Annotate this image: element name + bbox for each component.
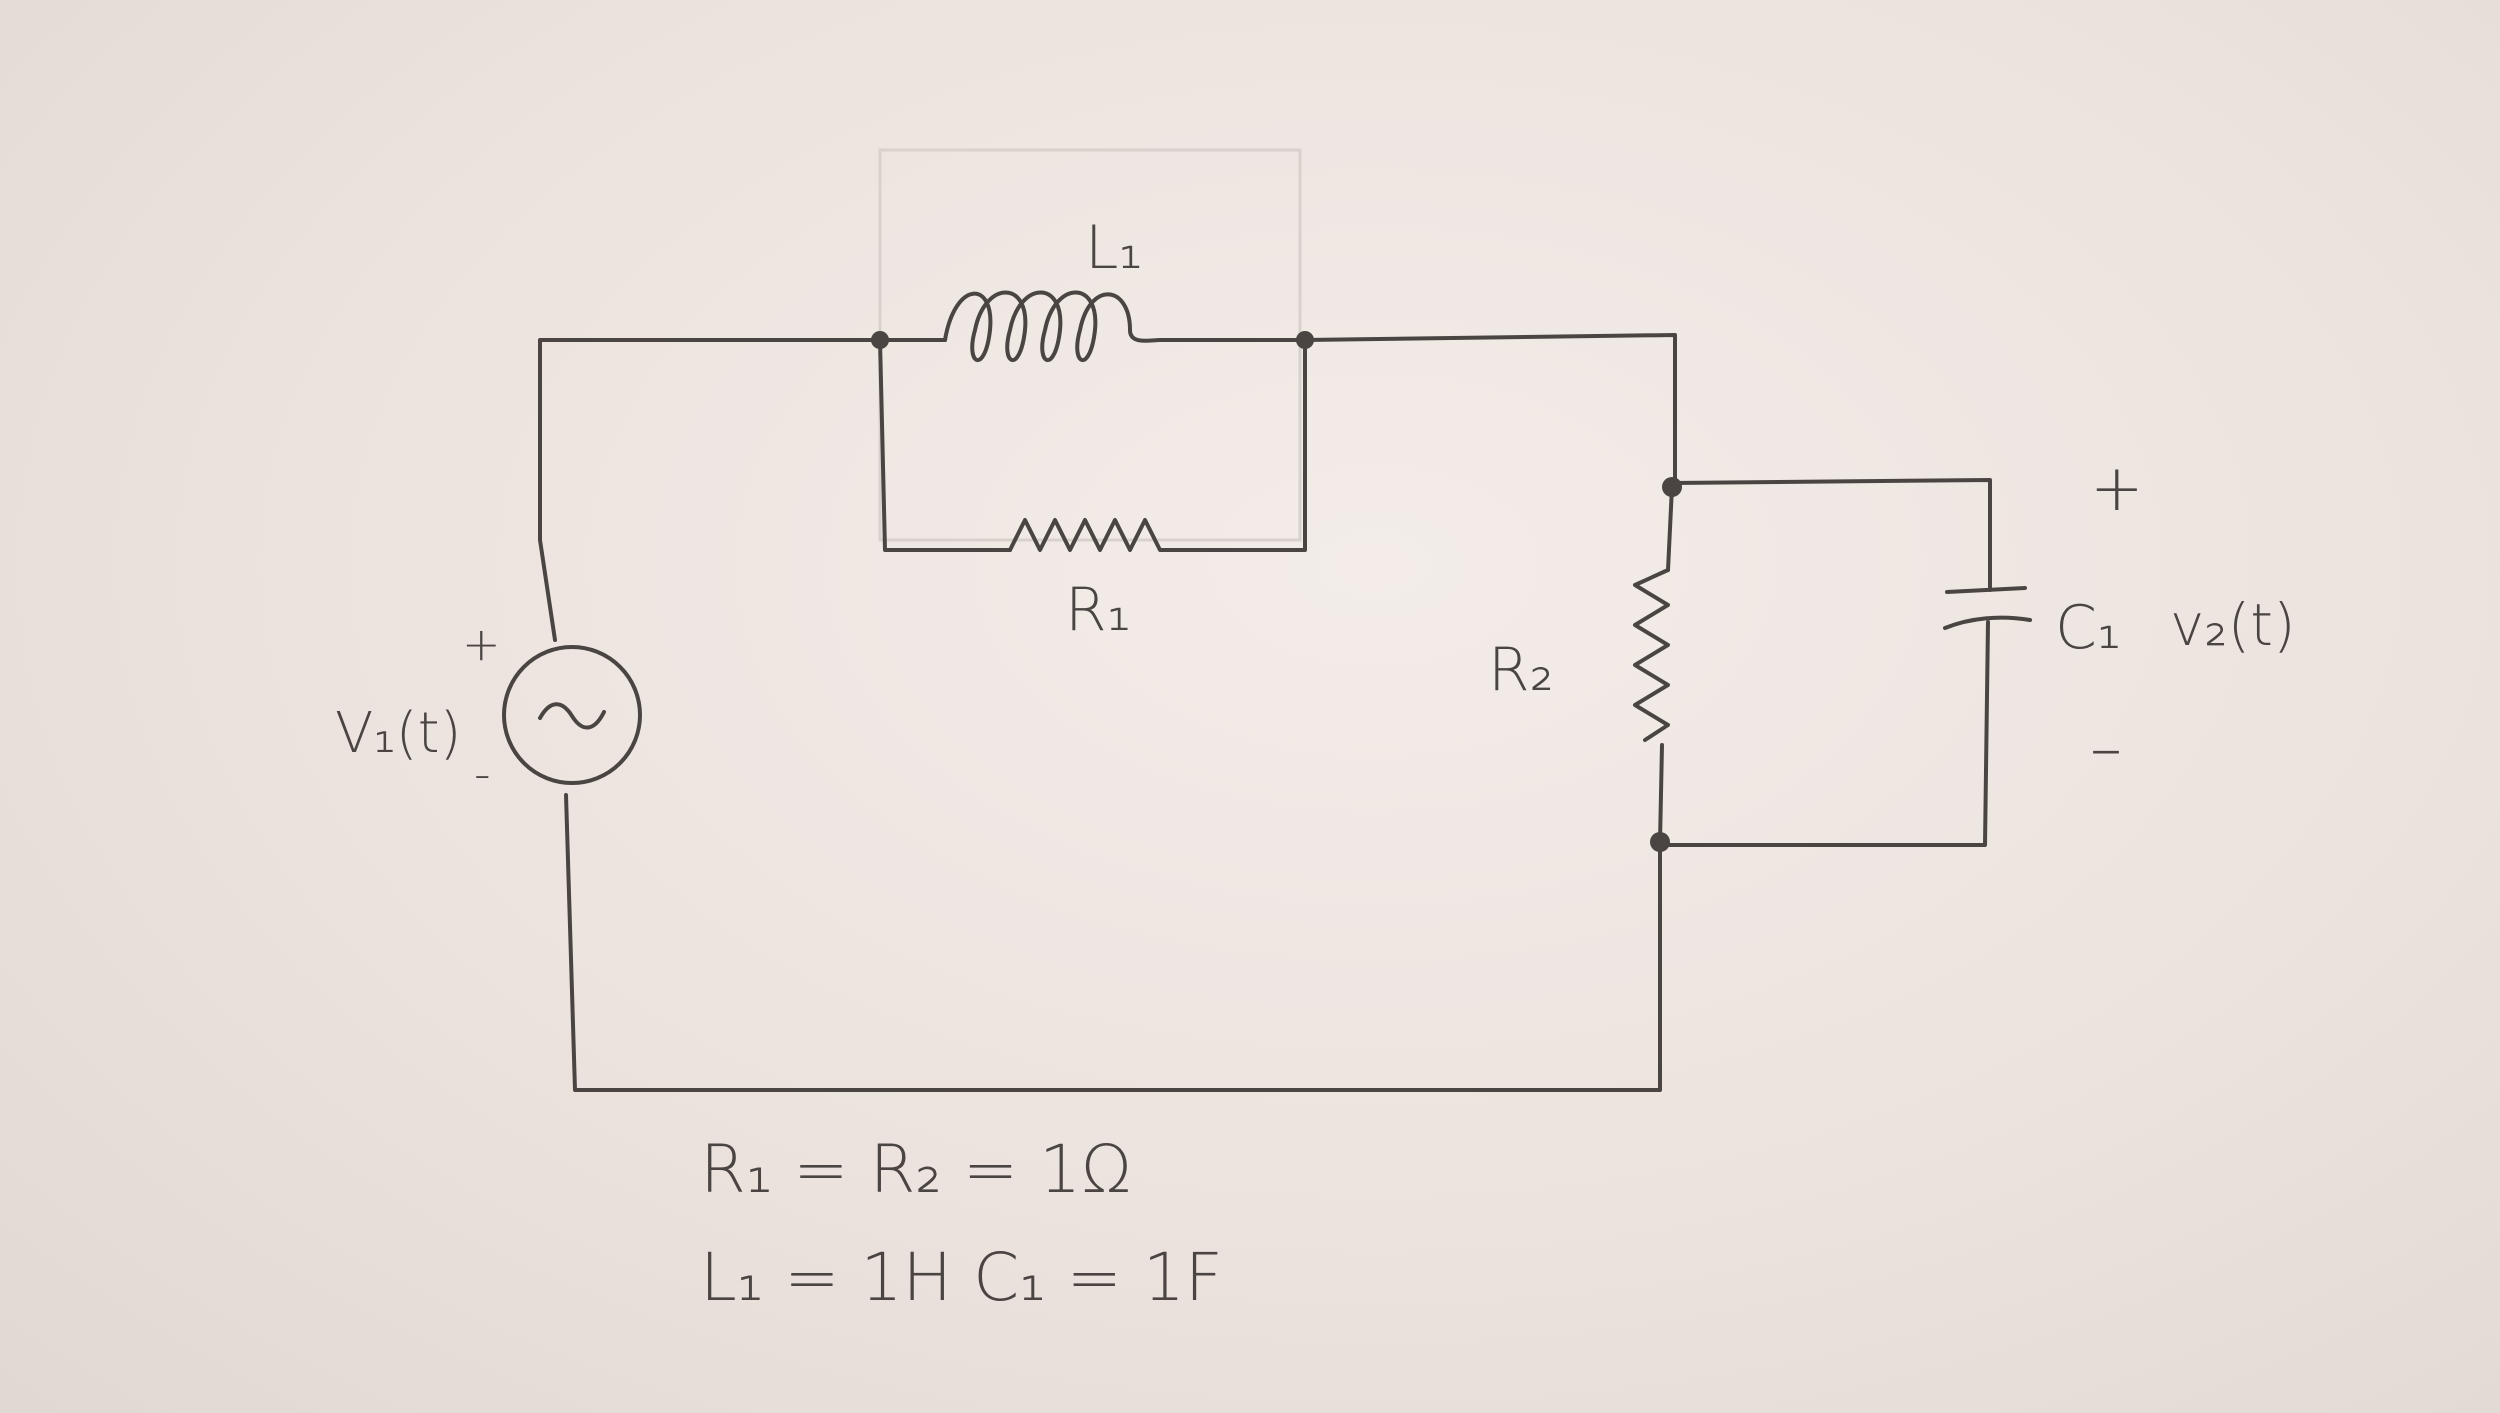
top-right-wire <box>1303 333 1677 484</box>
inductor-label: L₁ <box>1085 213 1142 283</box>
capacitor-label: C₁ <box>2055 593 2121 663</box>
faint-box <box>878 148 1302 542</box>
resistor-r1 <box>878 338 1307 552</box>
resistor-r2 <box>1633 485 1674 844</box>
values-line-1: R₁ = R₂ = 1Ω <box>700 1131 1132 1208</box>
source-label: V₁(t) <box>335 701 461 766</box>
output-plus-sign: + <box>2090 452 2144 526</box>
inductor-l1 <box>878 290 1307 363</box>
source-plus-sign: + <box>462 617 501 671</box>
ac-source <box>502 645 642 785</box>
bottom-wire <box>564 793 1662 1092</box>
resistor2-label: R₂ <box>1488 635 1554 705</box>
output-minus-sign: – <box>2090 712 2122 786</box>
output-voltage-label: v₂(t) <box>2170 591 2296 659</box>
capacitor-c1 <box>1658 478 2032 847</box>
values-line-2: L₁ = 1H C₁ = 1F <box>700 1239 1223 1316</box>
resistor1-label: R₁ <box>1065 575 1131 645</box>
source-minus-sign: - <box>474 747 491 801</box>
left-top-wire <box>538 338 882 642</box>
